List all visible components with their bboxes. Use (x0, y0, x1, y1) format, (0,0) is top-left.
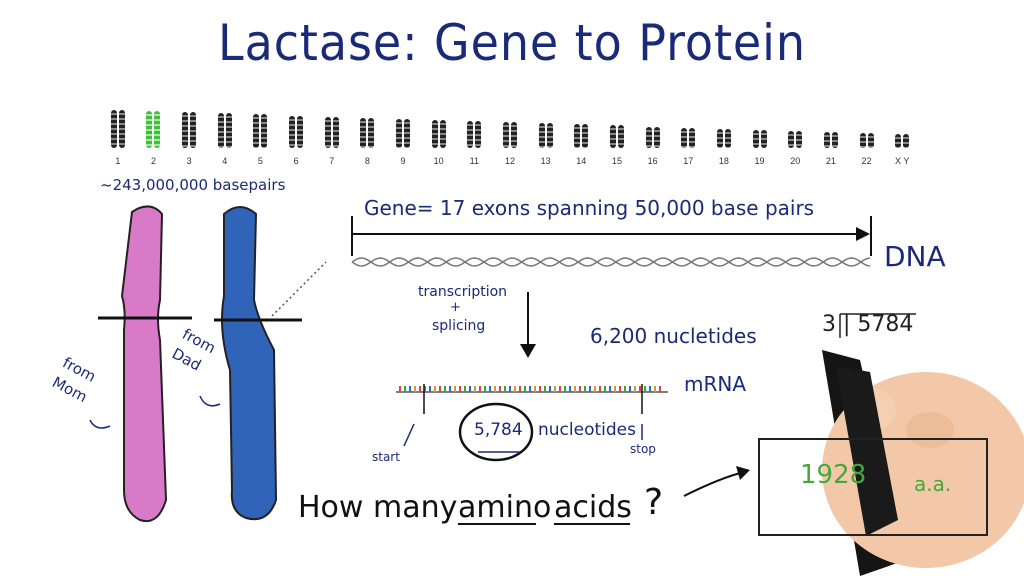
answer-unit: a.a. (914, 472, 952, 496)
question-amino: amino (458, 490, 552, 525)
karyotype-chromosome: 20 (777, 108, 813, 166)
start-label: start (372, 450, 400, 464)
karyotype-chromosome: 4 (207, 108, 243, 166)
stop-label: stop (630, 442, 656, 456)
dna-helix (351, 257, 871, 267)
nt6200-label: 6,200 nucletides (590, 324, 757, 348)
question-mark: ? (644, 482, 664, 523)
karyotype-chromosome: 11 (457, 108, 493, 166)
dna-label: DNA (884, 240, 946, 273)
splicing-label: splicing (432, 318, 486, 334)
mrna-label: mRNA (684, 372, 747, 396)
page-title: Lactase: Gene to Protein (218, 14, 806, 72)
question-how-many: How many (298, 490, 458, 525)
division-work: 3 | 5784 (822, 312, 914, 337)
karyotype-chromosome: 22 (849, 108, 885, 166)
karyotype-chromosome: 1 (100, 108, 136, 166)
karyotype-chromosome: 16 (635, 108, 671, 166)
karyotype-chromosome: 8 (350, 108, 386, 166)
mrna-strand (396, 386, 668, 393)
answer-value: 1928 (800, 460, 867, 490)
karyotype-chromosome: 9 (385, 108, 421, 166)
karyotype-chromosome: 13 (528, 108, 564, 166)
nt5784-label: 5,784 (474, 420, 523, 440)
karyotype-chromosome: 12 (492, 108, 528, 166)
karyotype-chromosome: 2 (136, 108, 172, 166)
karyotype-chromosome: 10 (421, 108, 457, 166)
karyotype-chromosome: 14 (563, 108, 599, 166)
karyotype-chromosome: 7 (314, 108, 350, 166)
karyotype-chromosome: 3 (171, 108, 207, 166)
question-acids: acids (554, 490, 632, 525)
basepairs-note: ~243,000,000 basepairs (100, 176, 286, 194)
nucleotides-label: nucleotides (538, 420, 636, 440)
karyotype-chromosome: 21 (813, 108, 849, 166)
karyotype-chromosome: 5 (243, 108, 279, 166)
plus-label: + (450, 300, 461, 315)
karyotype-chromosome: 19 (742, 108, 778, 166)
zoom-dotted-line (271, 261, 327, 317)
answer-box (758, 438, 988, 536)
karyotype-chromosome: 6 (278, 108, 314, 166)
karyotype-chromosome: 15 (599, 108, 635, 166)
hand-with-pen (822, 350, 1024, 576)
question-arrow (683, 471, 745, 497)
nt-circle (458, 402, 534, 462)
karyotype-chromosome: X Y (884, 108, 920, 166)
mom-chromosome (120, 205, 168, 522)
karyotype-chromosome: 18 (706, 108, 742, 166)
transcription-label: transcription (418, 284, 508, 300)
dad-chromosome (221, 206, 278, 521)
gene-note: Gene= 17 exons spanning 50,000 base pair… (364, 196, 815, 220)
karyotype-chromosome: 17 (670, 108, 706, 166)
